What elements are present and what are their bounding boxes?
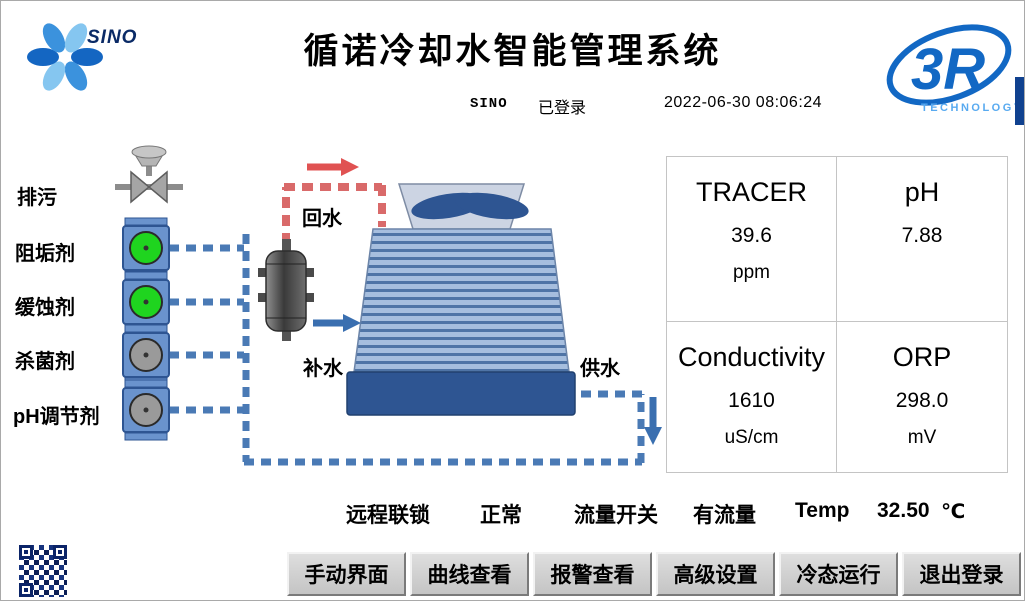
cooling-loop-pipes xyxy=(169,234,645,466)
3r-technology-logo: 3R TECHNOLOGY xyxy=(879,5,1024,128)
sino-logo: SINO xyxy=(17,7,142,98)
makeup-flow-arrow-icon xyxy=(313,314,361,332)
label-ph-adjuster: pH调节剂 xyxy=(13,406,100,428)
flow-switch-status: 有流量 xyxy=(693,504,756,527)
measurement-orp: ORP 298.0 mV xyxy=(837,322,1007,472)
dosing-pump-icon[interactable] xyxy=(122,379,170,441)
logo-edge-accent xyxy=(1015,77,1024,125)
datetime: 2022-06-30 08:06:24 xyxy=(664,94,823,111)
temp-label: Temp xyxy=(795,499,850,522)
sino-logo-text: SINO xyxy=(87,27,137,48)
advanced-settings-button[interactable]: 高级设置 xyxy=(656,552,775,596)
temp-unit: ℃ xyxy=(941,501,966,523)
return-flow-arrow-icon xyxy=(307,158,359,176)
blowdown-valve-icon[interactable] xyxy=(115,145,183,204)
orp-unit: mV xyxy=(907,427,937,448)
conductivity-unit: uS/cm xyxy=(724,427,779,448)
nav-button-bar: 手动界面 曲线查看 报警查看 高级设置 冷态运行 退出登录 xyxy=(287,552,1021,596)
label-supply-water: 供水 xyxy=(580,358,620,380)
interlock-status: 正常 xyxy=(480,504,522,527)
cooling-tower-icon xyxy=(346,183,576,416)
interlock-label: 远程联锁 xyxy=(346,504,430,527)
dosing-pump-icon[interactable] xyxy=(122,271,170,333)
alarm-view-button[interactable]: 报警查看 xyxy=(533,552,652,596)
label-return-water: 回水 xyxy=(302,208,342,230)
label-corrosion-inhibitor: 缓蚀剂 xyxy=(15,297,75,319)
curve-view-button[interactable]: 曲线查看 xyxy=(410,552,529,596)
login-status: 已登录 xyxy=(538,100,587,117)
orp-value: 298.0 xyxy=(895,389,949,412)
manual-screen-button[interactable]: 手动界面 xyxy=(287,552,406,596)
label-scale-inhibitor: 阻垢剂 xyxy=(15,243,75,265)
conductivity-label: Conductivity xyxy=(677,342,826,372)
measurement-panel: TRACER 39.6 ppm pH 7.88 Conductivity 161… xyxy=(666,156,1008,473)
label-biocide: 杀菌剂 xyxy=(15,351,75,373)
tracer-value: 39.6 xyxy=(731,224,772,247)
measurement-tracer: TRACER 39.6 ppm xyxy=(667,157,837,322)
sino-pinwheel-icon xyxy=(27,23,103,91)
label-blowdown: 排污 xyxy=(17,187,57,209)
measurement-conductivity: Conductivity 1610 uS/cm xyxy=(667,322,837,472)
qr-code xyxy=(19,545,67,597)
user-name: SINO xyxy=(470,96,508,112)
3r-logo-subtext: TECHNOLOGY xyxy=(921,102,1024,114)
orp-label: ORP xyxy=(892,342,952,372)
tracer-label: TRACER xyxy=(695,177,807,207)
temp-value: 32.50 xyxy=(877,499,930,522)
inline-filter-icon[interactable] xyxy=(258,239,314,341)
measurement-ph: pH 7.88 xyxy=(837,157,1007,322)
3r-logo-text: 3R xyxy=(911,37,985,102)
supply-flow-arrow-icon xyxy=(644,397,662,445)
ph-label: pH xyxy=(904,177,940,207)
flow-switch-label: 流量开关 xyxy=(574,504,658,527)
dosing-pump-icon[interactable] xyxy=(122,324,170,386)
ph-value: 7.88 xyxy=(901,224,943,247)
dosing-pump-icon[interactable] xyxy=(122,217,170,279)
page-title: 循诺冷却水智能管理系统 xyxy=(303,32,722,71)
label-makeup-water: 补水 xyxy=(303,358,343,380)
logout-button[interactable]: 退出登录 xyxy=(902,552,1021,596)
conductivity-value: 1610 xyxy=(728,389,775,412)
cold-run-button[interactable]: 冷态运行 xyxy=(779,552,898,596)
3r-swoosh-icon xyxy=(886,24,1012,106)
tracer-unit: ppm xyxy=(733,262,770,283)
